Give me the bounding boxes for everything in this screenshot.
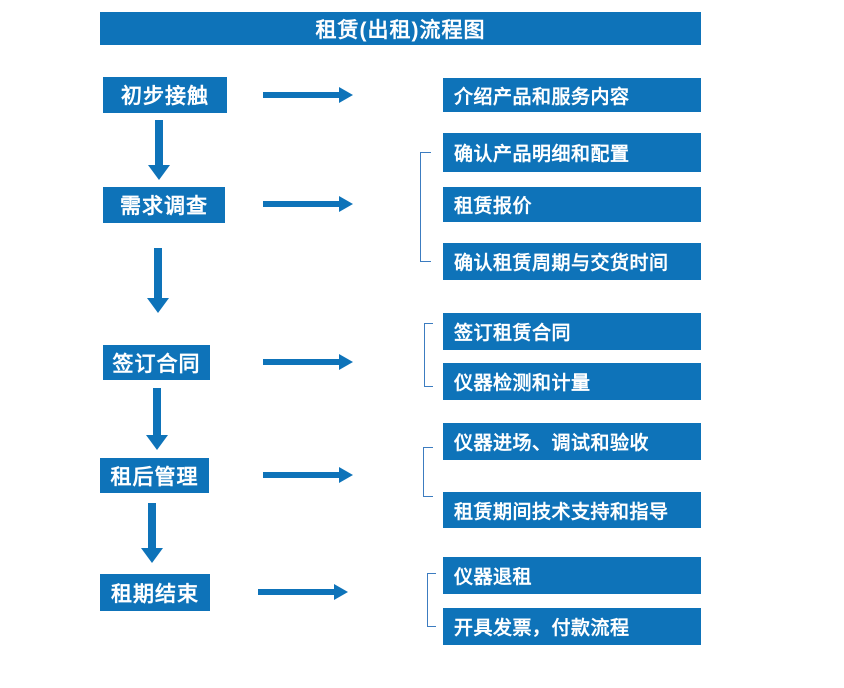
- right-arrow-icon: [258, 584, 348, 600]
- step-box-demand-survey: 需求调查: [103, 187, 225, 223]
- output-box-confirm-product-details: 确认产品明细和配置: [443, 133, 701, 172]
- output-box-instrument-testing: 仪器检测和计量: [443, 363, 701, 400]
- step-box-post-rental-management: 租后管理: [100, 458, 209, 493]
- step-box-sign-contract: 签订合同: [103, 345, 210, 380]
- output-box-instrument-entry-acceptance: 仪器进场、调试和验收: [443, 423, 701, 460]
- output-box-instrument-return: 仪器退租: [443, 557, 701, 594]
- down-arrow-icon: [146, 388, 168, 450]
- output-box-intro-products-services: 介绍产品和服务内容: [443, 78, 701, 112]
- output-box-tech-support: 租赁期间技术支持和指导: [443, 492, 701, 528]
- flowchart-title: 租赁(出租)流程图: [100, 12, 701, 45]
- output-box-confirm-period-delivery: 确认租赁周期与交货时间: [443, 243, 701, 280]
- right-arrow-icon: [263, 87, 353, 103]
- right-arrow-icon: [263, 467, 353, 483]
- output-box-invoice-payment: 开具发票，付款流程: [443, 608, 701, 645]
- group-bracket: [420, 152, 431, 262]
- right-arrow-icon: [263, 354, 353, 370]
- group-bracket: [424, 323, 433, 387]
- output-box-sign-rental-contract: 签订租赁合同: [443, 313, 701, 350]
- group-bracket: [427, 573, 436, 627]
- step-box-rental-end: 租期结束: [100, 574, 210, 611]
- step-box-initial-contact: 初步接触: [103, 77, 227, 113]
- output-box-rental-quote: 租赁报价: [443, 187, 701, 222]
- right-arrow-icon: [263, 196, 353, 212]
- down-arrow-icon: [147, 248, 169, 313]
- group-bracket: [423, 447, 433, 497]
- down-arrow-icon: [141, 503, 163, 563]
- down-arrow-icon: [148, 120, 170, 180]
